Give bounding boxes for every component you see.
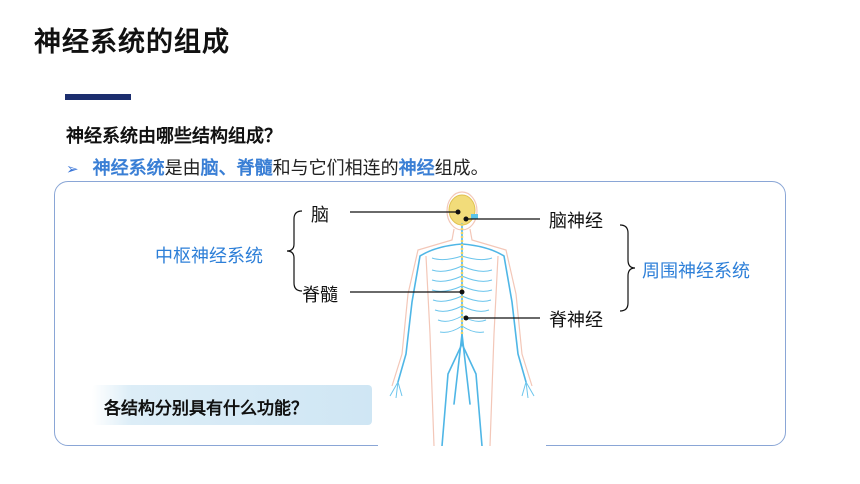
bullet-part: 是由 — [164, 158, 201, 179]
bullet-part: 组成。 — [434, 158, 489, 179]
bullet-part: 和与它们相连的 — [272, 158, 399, 179]
bullet-line: ➢ 神经系统是由脑、脊髓和与它们相连的神经组成。 — [66, 154, 489, 180]
nervous-system-figure — [378, 184, 546, 446]
peripheral-nervous-system-label: 周围神经系统 — [642, 261, 750, 282]
central-nervous-system-label: 中枢神经系统 — [155, 246, 263, 267]
brain-label: 脑 — [311, 205, 329, 226]
bullet-arrow-icon: ➢ — [66, 160, 79, 178]
title-accent-bar — [65, 94, 131, 100]
spinal-cord-pointer-dot — [459, 289, 465, 295]
bullet-part: 脑、脊髓 — [200, 158, 273, 179]
slide-title: 神经系统的组成 — [34, 27, 230, 58]
cranial-nerves-label: 脑神经 — [549, 211, 603, 232]
question-text: 神经系统由哪些结构组成？ — [66, 126, 282, 147]
bullet-part: 神经系统 — [92, 158, 165, 179]
brain-pointer-dot — [455, 209, 461, 215]
spinal-nerves-label: 脊神经 — [549, 310, 603, 331]
spinal-cord-label: 脊髓 — [302, 285, 338, 306]
cranial-nerve-pointer-dot — [463, 216, 469, 222]
function-question-text: 各结构分别具有什么功能？ — [104, 399, 308, 419]
bullet-part: 神经 — [398, 158, 435, 179]
spinal-nerve-pointer-dot — [463, 315, 469, 321]
function-question-banner — [92, 385, 372, 425]
